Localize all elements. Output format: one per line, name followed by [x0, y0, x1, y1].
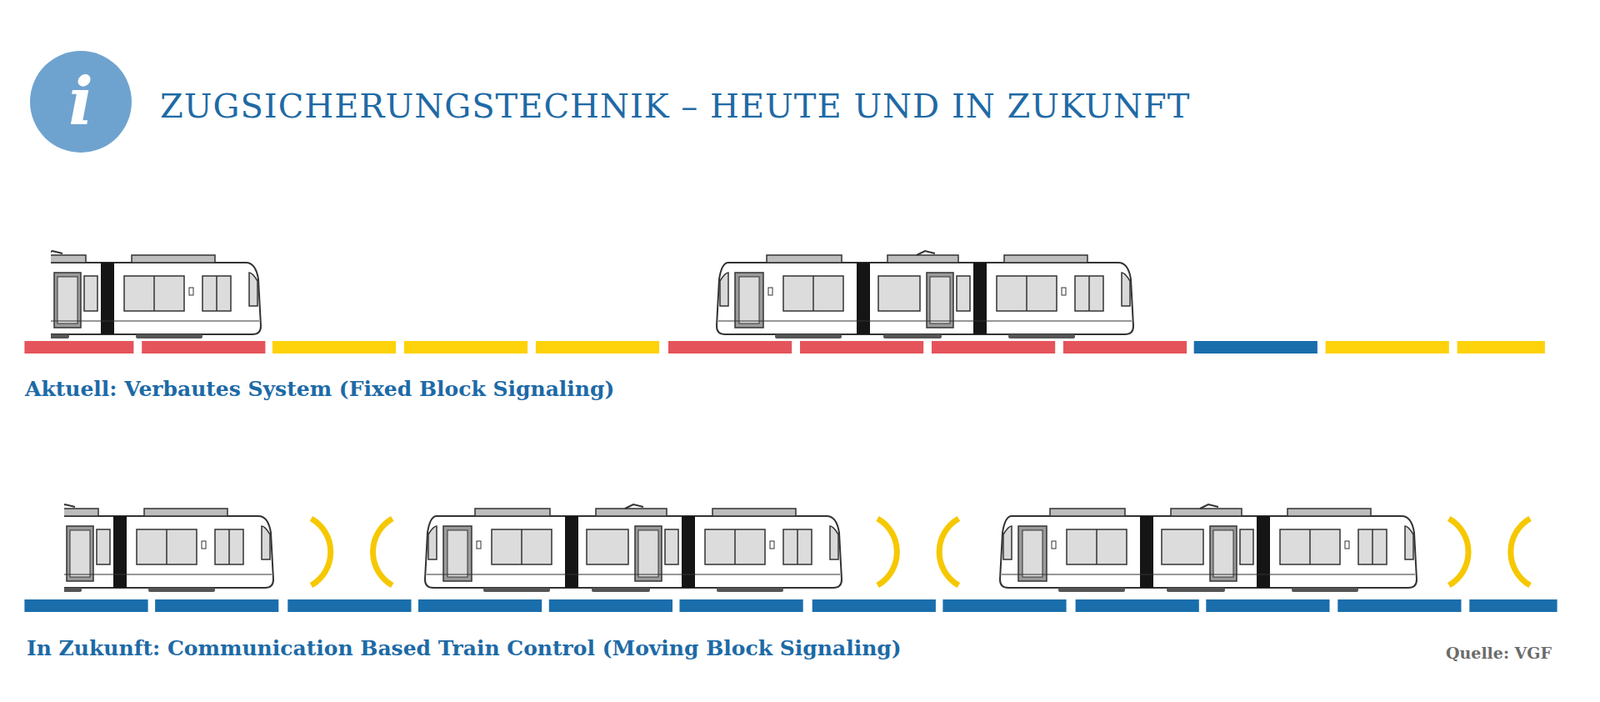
radio-signals	[310, 518, 1530, 585]
signal-arc	[310, 518, 330, 585]
track-block	[24, 599, 148, 612]
track-block	[1337, 599, 1461, 612]
signal-arc	[373, 518, 393, 585]
title: ZUGSICHERUNGSTECHNIK – HEUTE UND IN ZUKU…	[160, 86, 1191, 125]
track-block	[812, 599, 936, 612]
signal-arc	[1449, 518, 1469, 585]
caption-label: In Zukunft: Communication Based Train Co…	[26, 635, 902, 660]
source-note: Quelle: VGF	[1445, 643, 1552, 662]
track-block	[1075, 599, 1200, 612]
caption-label: Aktuell: Verbautes System (Fixed Block S…	[25, 376, 615, 401]
track-block	[535, 340, 660, 354]
signal-arc	[1510, 518, 1530, 585]
track-block	[155, 599, 279, 612]
track-block	[1205, 599, 1330, 612]
track-block	[1325, 340, 1450, 354]
tram-partial	[50, 250, 261, 339]
track-block	[287, 599, 411, 612]
track-block	[942, 599, 1066, 612]
track-block	[141, 340, 265, 354]
track-block	[668, 340, 792, 354]
track-block	[549, 599, 673, 612]
tram	[1000, 504, 1417, 592]
track-block	[1194, 340, 1318, 354]
track-block	[1469, 599, 1557, 612]
track-block	[800, 340, 924, 354]
track-block	[418, 599, 542, 612]
info-circle: i	[30, 50, 132, 153]
track-block	[404, 340, 528, 354]
track-block	[680, 599, 804, 612]
signal-arc	[877, 518, 897, 585]
track-block	[1457, 340, 1545, 354]
track-block	[272, 340, 396, 354]
tram	[50, 250, 261, 339]
track-block	[931, 340, 1055, 354]
tram	[716, 250, 1134, 339]
track-block	[24, 340, 134, 354]
tram	[425, 504, 842, 592]
tram-partial	[64, 504, 274, 592]
info-letter: i	[68, 69, 94, 135]
track-block	[1063, 340, 1187, 354]
signal-arc	[939, 518, 959, 585]
tram	[64, 504, 274, 592]
